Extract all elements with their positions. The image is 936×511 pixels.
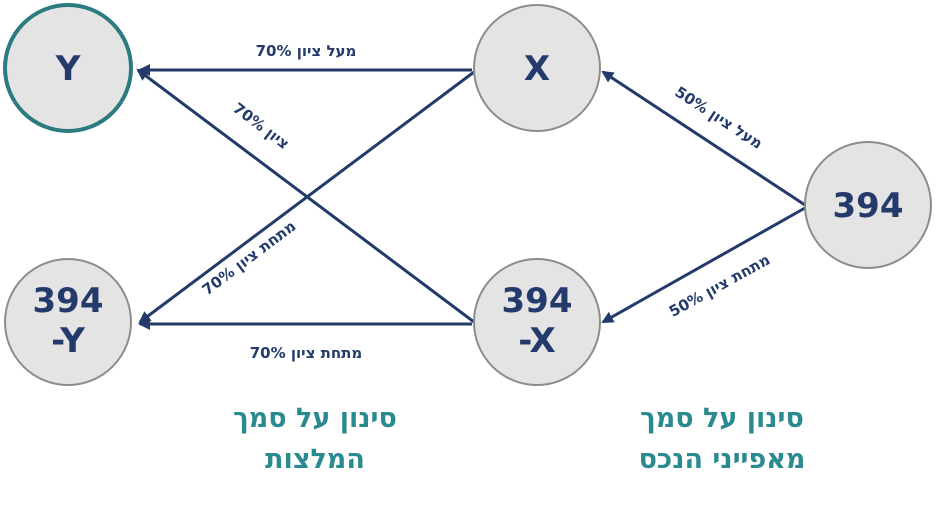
label-x-to-y: מעל ציון 70%: [256, 42, 357, 60]
caption-right-line2: מאפייני הנכס: [639, 444, 806, 475]
node-y-label: Y: [55, 49, 81, 89]
node-not-x-line1: 394: [502, 281, 573, 321]
label-x-to-not-y: מתחת ציון 70%: [199, 217, 300, 299]
node-x: X: [473, 4, 601, 132]
node-root-label: 394: [833, 186, 904, 226]
node-y: Y: [3, 3, 133, 133]
edge-not-x-to-y: [136, 68, 475, 324]
caption-left-line1: סינון על סמך: [233, 403, 397, 434]
caption-left-line2: המלצות: [265, 444, 365, 475]
edge-root-to-not-x: [601, 206, 806, 324]
label-root-to-x: מעל ציון 50%: [672, 83, 766, 153]
node-not-y-line2: -Y: [51, 321, 85, 361]
label-not-x-to-not-y: מתחת ציון 70%: [250, 344, 363, 362]
edge-root-to-x: [601, 70, 806, 207]
node-root: 394: [804, 141, 932, 269]
node-not-y: 394 -Y: [4, 258, 132, 386]
node-not-y-line1: 394: [33, 281, 104, 321]
label-root-to-not-x: מתחת ציון 50%: [666, 250, 773, 320]
caption-right-line1: סינון על סמך: [640, 403, 804, 434]
node-not-x: 394 -X: [473, 258, 601, 386]
node-x-label: X: [524, 49, 550, 89]
node-not-x-line2: -X: [518, 321, 556, 361]
